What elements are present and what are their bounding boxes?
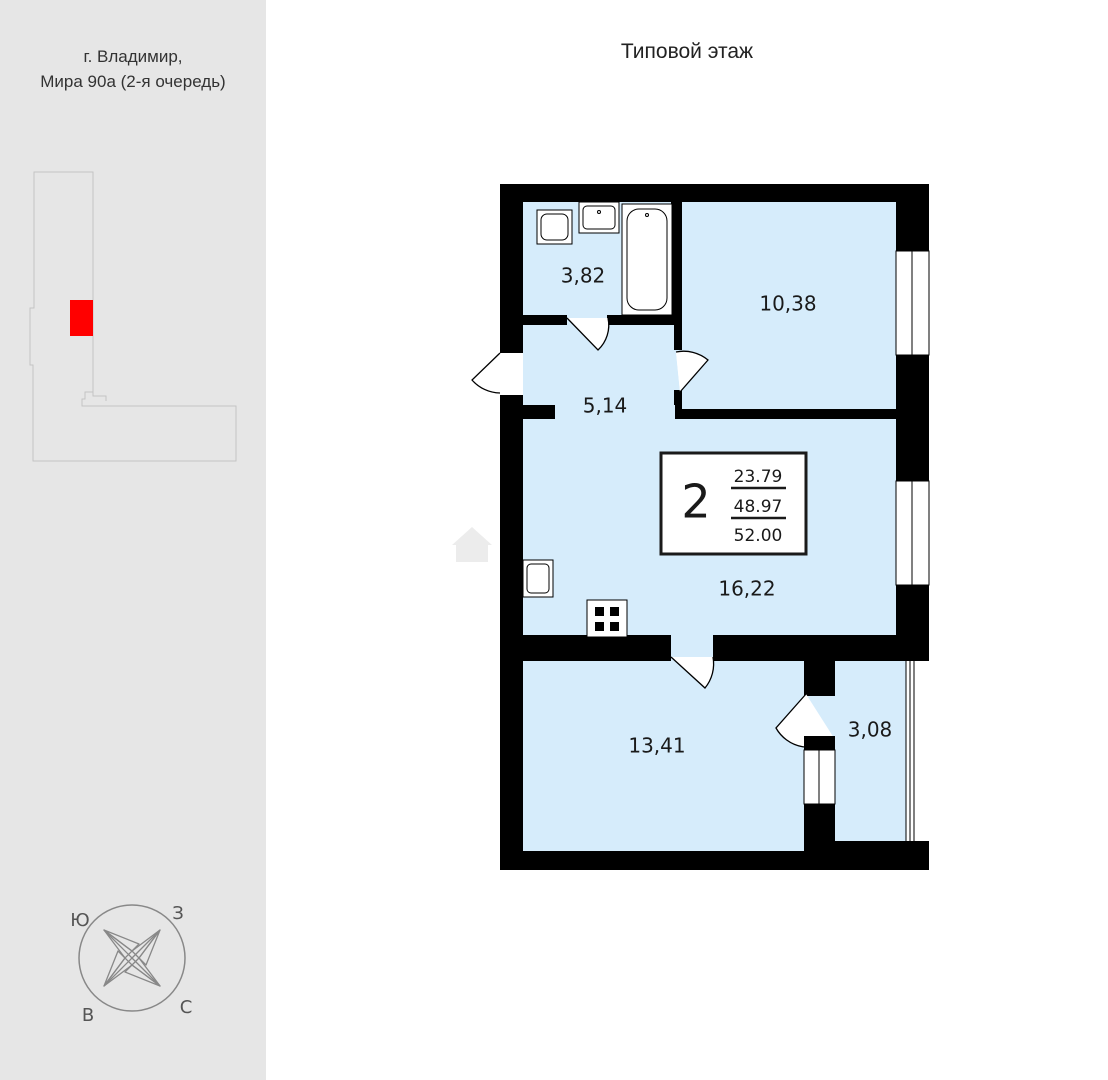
bedroom-bottom-area-label: 13,41 — [628, 734, 685, 758]
building-outline — [29, 171, 237, 462]
compass-star-icon — [103, 929, 161, 987]
stove-icon — [586, 599, 628, 638]
bedroom-top-area-label: 10,38 — [759, 292, 816, 316]
bedroom-bottom-door-gap — [671, 635, 713, 661]
room-bedroom-bottom[interactable] — [523, 661, 804, 851]
bathroom-area-label: 3,82 — [561, 264, 606, 288]
room-kitchen-passage[interactable] — [555, 405, 675, 419]
room-fills — [523, 202, 906, 851]
balcony-wall-lower — [804, 736, 835, 750]
bedroom-top-door[interactable] — [675, 350, 709, 393]
entry-opening — [500, 353, 523, 395]
address-street: Мира 90а (2-я очередь) — [40, 72, 226, 91]
room-balcony[interactable] — [835, 661, 906, 841]
apartment-location-marker[interactable] — [70, 300, 93, 336]
room-bedroom-top[interactable] — [682, 202, 896, 409]
bedroom-bottom-door[interactable] — [670, 656, 715, 689]
floor-title: Типовой этаж — [620, 40, 754, 63]
entry-door[interactable] — [471, 352, 501, 394]
building-outline-step — [92, 392, 107, 401]
address-city: г. Владимир, — [83, 47, 183, 66]
compass-rose: Ю З В С — [70, 903, 193, 1026]
compass-south-label: Ю — [70, 910, 89, 931]
balcony-railing — [905, 661, 915, 841]
kitchen-living-area-label: 16,22 — [718, 577, 775, 601]
bathroom-fixtures — [536, 201, 673, 316]
sidebar: г. Владимир, Мира 90а (2-я очередь) Ю З … — [0, 0, 266, 1080]
compass-circle — [78, 904, 186, 1012]
balcony-area-label: 3,08 — [848, 718, 893, 742]
kitchen-fixtures — [522, 559, 628, 638]
watermark-house-icon — [452, 527, 492, 562]
bedroom-top-door-gap — [671, 350, 682, 390]
total-area: 48.97 — [734, 497, 783, 517]
balcony-railing-bg — [906, 661, 929, 841]
site-plan-map — [29, 171, 237, 462]
address: г. Владимир, Мира 90а (2-я очередь) — [0, 44, 266, 94]
living-area: 23.79 — [734, 467, 783, 487]
bathroom-door[interactable] — [566, 317, 610, 351]
apartment-summary-box — [659, 451, 808, 556]
compass-east-label: В — [82, 1005, 94, 1026]
compass-north-label: С — [180, 997, 193, 1018]
stove-burners — [595, 607, 619, 631]
compass-west-label: З — [172, 903, 184, 924]
hallway-area-label: 5,14 — [583, 394, 628, 418]
rooms-count: 2 — [681, 475, 710, 529]
total-with-balcony-area: 52.00 — [734, 526, 783, 546]
